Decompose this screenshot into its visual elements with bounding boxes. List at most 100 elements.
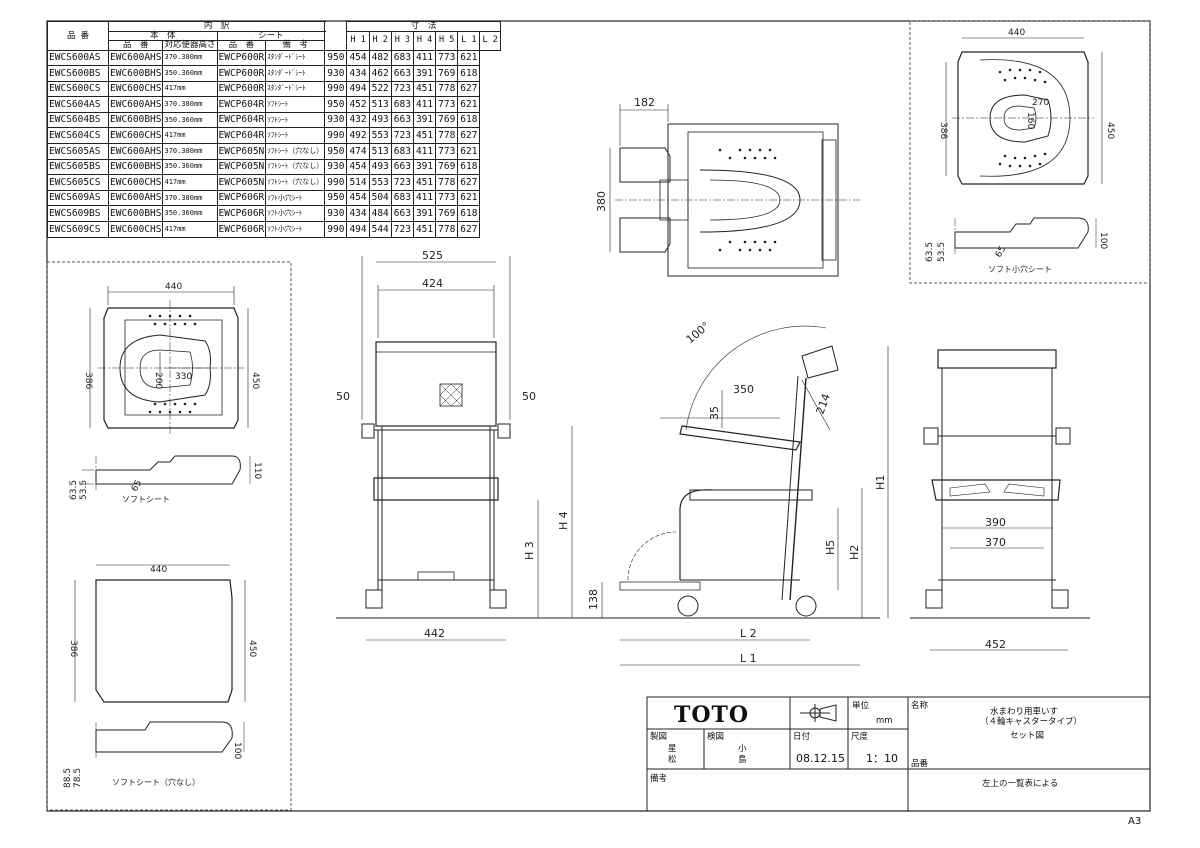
footrest-length-dim: 182: [634, 96, 655, 109]
chair-top-view: [609, 104, 860, 277]
remark-label: 備考: [650, 773, 667, 784]
seat1-b-dim: 53.5: [79, 480, 89, 500]
soft-seat-nohole-label: ソフトシート（穴なし）: [112, 777, 200, 787]
seat3-c-dim: 65: [994, 245, 1008, 260]
made-label: 製図: [650, 731, 667, 742]
dimension-cell: 627: [457, 221, 481, 238]
rear-width-a-dim: 390: [985, 516, 1006, 529]
dimension-cell: 778: [435, 221, 459, 238]
soft-seat-side-view: [82, 455, 251, 490]
name-line3: セット図: [1010, 731, 1044, 741]
armrest-offset-dim: 35: [708, 406, 721, 420]
check-name-2: 島: [738, 754, 747, 765]
side-h1-dim: H1: [874, 475, 887, 490]
dim-col: L 2: [479, 30, 501, 51]
side-h5-dim: H5: [824, 540, 837, 555]
soft-seat-nohole-side-view: [95, 721, 245, 760]
front-h4-dim: H 4: [557, 511, 570, 530]
header-part-no: 品 番: [47, 21, 109, 51]
dimension-cell: 451: [412, 221, 437, 238]
partno-label: 品番: [911, 758, 929, 769]
seat1-a-dim: 63.5: [69, 480, 79, 500]
seat3-thickness-dim: 100: [1098, 232, 1108, 249]
front-outer-width-dim: 525: [422, 249, 443, 262]
front-inner-width-dim: 424: [422, 277, 443, 290]
seat1-hole-dim: 200: [153, 372, 163, 389]
name-line2: （４輪キャスタータイプ）: [980, 716, 1082, 727]
dim-col: H 2: [368, 30, 392, 51]
seat3-opening-dim: 270: [1032, 98, 1049, 108]
name-label: 名称: [911, 700, 929, 711]
chair-front-view: [361, 256, 573, 641]
seat3-hole-dim: 160: [1025, 112, 1035, 129]
rear-base-dim: 452: [985, 638, 1006, 651]
toilet-height-cell: 417mm: [162, 221, 218, 238]
seat2-height-dim: 450: [247, 640, 257, 657]
seat3-b-dim: 53.5: [937, 242, 947, 262]
toto-logo: TOTO: [674, 702, 749, 728]
partno-value: 左上の一覧表による: [982, 778, 1058, 789]
seat3-a-dim: 63.5: [925, 242, 935, 262]
seat-views-box: [46, 261, 292, 811]
seat-no-cell: EWCP606R: [216, 221, 267, 238]
seat3-depth-dim: 386: [938, 122, 948, 139]
seat3-width-dim: 440: [1008, 28, 1025, 38]
check-label: 検図: [707, 731, 724, 742]
side-h2-dim: H2: [848, 545, 861, 560]
seat2-width-dim: 440: [150, 565, 167, 575]
scale-label: 尺度: [851, 731, 869, 742]
backrest-angle-dim: 100°: [684, 319, 713, 346]
seat1-depth-dim: 386: [83, 372, 93, 389]
armrest-length-dim: 350: [733, 383, 754, 396]
seat2-thickness-dim: 100: [232, 742, 242, 759]
unit-value: mm: [876, 716, 893, 726]
soft-seat-top-view: [89, 286, 249, 436]
date-label: 日付: [793, 731, 811, 742]
front-side-right-dim: 50: [522, 390, 536, 403]
dimension-cell: 494: [346, 221, 370, 238]
dim-col: H 1: [346, 30, 370, 51]
made-name-1: 星: [668, 744, 677, 754]
seat1-c-dim: 65: [130, 479, 144, 494]
footrest-width-dim: 380: [595, 191, 608, 212]
armrest-height-dim: 214: [814, 392, 833, 416]
dim-col: L 1: [457, 30, 481, 51]
seat1-width-dim: 440: [165, 282, 182, 292]
scale-value: 1：10: [866, 752, 898, 765]
seat3-height-dim: 450: [1105, 122, 1115, 139]
parts-table: 品 番 内 訳 寸 法 本 体 シート H 1 H 2 H 3 H 4 H 5 …: [47, 21, 501, 238]
seat1-height-dim: 450: [250, 372, 260, 389]
seat1-thickness-dim: 110: [252, 462, 262, 479]
title-block: [646, 696, 1151, 812]
small-hole-seat-side-view: [954, 217, 1097, 256]
seat2-b-dim: 78.5: [73, 768, 83, 788]
front-h3-dim: H 3: [523, 541, 536, 560]
unit-label: 単位: [852, 700, 870, 711]
small-hole-seat-box: [909, 20, 1151, 284]
body-no-cell: EWC600CHS: [107, 221, 164, 238]
sheet-size: A3: [1128, 816, 1141, 827]
small-hole-seat-top-view: [945, 37, 1103, 185]
side-l1-dim: L 1: [740, 652, 757, 665]
chair-rear-view: [910, 349, 1090, 651]
seat2-depth-dim: 386: [68, 640, 78, 657]
front-side-left-dim: 50: [336, 390, 350, 403]
soft-seat-label: ソフトシート: [122, 495, 170, 504]
check-name-1: 小: [738, 743, 747, 754]
chair-side-view: [601, 325, 889, 666]
rear-width-b-dim: 370: [985, 536, 1006, 549]
seat1-opening-dim: 330: [175, 372, 192, 382]
soft-seat-nohole-top-view: [74, 564, 246, 703]
side-l2-dim: L 2: [740, 627, 757, 640]
made-name-2: 松: [668, 754, 677, 765]
name-line1: 水まわり用車いす: [990, 706, 1058, 717]
front-base-width-dim: 442: [424, 627, 445, 640]
